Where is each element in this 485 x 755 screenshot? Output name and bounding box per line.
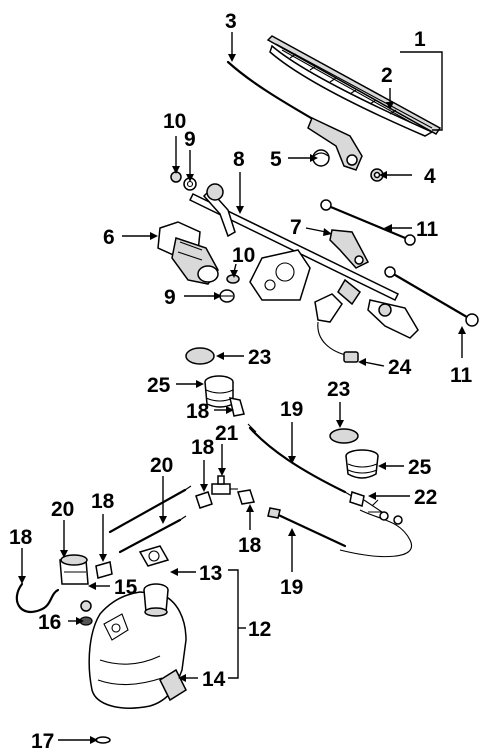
callout-15: 15 [114, 576, 138, 599]
callout-3: 3 [225, 10, 237, 33]
callout-20-upper: 20 [150, 454, 173, 477]
callout-18-mid: 18 [191, 436, 215, 459]
nozzle-18-upper [229, 397, 245, 417]
callout-7: 7 [290, 216, 302, 239]
wiper-motor [157, 221, 219, 285]
connector-18-right [237, 489, 255, 505]
link-rod-7 [329, 229, 370, 269]
hose-20-lower [118, 515, 187, 554]
callout-19-lower: 19 [280, 576, 303, 599]
callout-10-upper: 10 [163, 110, 186, 133]
callout-13: 13 [199, 562, 222, 585]
callout-21: 21 [215, 422, 239, 445]
callout-12: 12 [248, 618, 271, 641]
t-fitting-21 [211, 475, 238, 495]
wiper-arm [226, 60, 363, 171]
callout-18-left: 18 [91, 490, 115, 513]
callout-24: 24 [388, 356, 412, 379]
callout-2: 2 [381, 64, 393, 87]
callout-25-right: 25 [408, 456, 432, 479]
connector-18-mid [195, 491, 213, 509]
callout-16: 16 [38, 611, 61, 634]
grommet-25-right [345, 449, 379, 479]
washer-pump [59, 554, 92, 612]
callout-23-left: 23 [248, 346, 271, 369]
drain-plug-17 [95, 736, 111, 744]
link-rod-11-lower [384, 266, 479, 327]
grommet-25-left [204, 375, 234, 408]
leader-lines [18, 32, 466, 744]
callout-11-upper: 11 [416, 218, 439, 241]
cap-23-right [329, 428, 359, 444]
connector-18-left [95, 561, 113, 579]
nut-9-lower [219, 289, 235, 303]
hose-18-left [15, 582, 60, 613]
callout-18-right: 18 [238, 534, 262, 557]
callout-1: 1 [414, 28, 426, 51]
link-rod-11-upper [320, 199, 416, 246]
callout-17: 17 [31, 730, 54, 753]
callout-4: 4 [424, 165, 436, 188]
callout-23-right: 23 [327, 378, 350, 401]
callout-20-lower: 20 [51, 498, 74, 521]
check-valve-22 [349, 491, 383, 513]
callout-14: 14 [202, 668, 226, 691]
filler-neck-13 [143, 583, 169, 617]
hose-routing-right [339, 509, 413, 558]
seal-13 [138, 545, 170, 567]
callout-6: 6 [103, 226, 115, 249]
cap-23-left [185, 347, 215, 365]
hose-20-upper [108, 485, 192, 534]
washer-10-lower [226, 274, 240, 284]
callout-9-upper: 9 [184, 128, 196, 151]
callout-9-lower: 9 [164, 286, 176, 309]
callout-labels: 1 2 3 4 5 6 7 8 9 9 10 10 11 11 12 13 14… [9, 10, 473, 753]
callout-8: 8 [233, 148, 245, 171]
callout-18-far-left: 18 [9, 526, 33, 549]
wiper-linkage [188, 183, 419, 339]
wiper-blade-assembly [266, 35, 442, 137]
callout-22: 22 [414, 486, 437, 509]
callout-11-lower: 11 [450, 364, 473, 387]
connector-24 [314, 293, 359, 363]
callout-25-left: 25 [147, 374, 171, 397]
callout-10-lower: 10 [232, 244, 255, 267]
callout-19-upper: 19 [280, 398, 303, 421]
callout-5: 5 [270, 148, 282, 171]
callout-18-upper: 18 [186, 400, 210, 423]
hose-19-lower [267, 507, 347, 548]
